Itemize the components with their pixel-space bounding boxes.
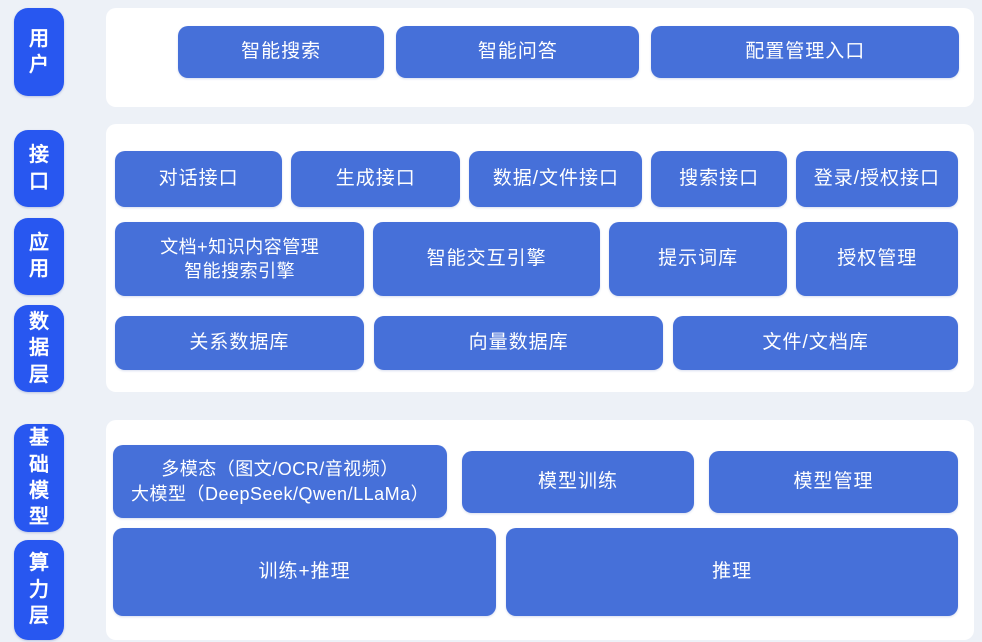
data-layer-row: 关系数据库 向量数据库 文件/文档库 [115, 316, 958, 370]
layer-label-user-text: 用户 [29, 27, 49, 76]
layer-label-foundation-model: 基础模型 [14, 424, 64, 532]
layer-label-user: 用户 [14, 8, 64, 96]
node-inference: 推理 [506, 528, 958, 616]
node-generation-api: 生成接口 [291, 151, 461, 207]
bottom-layers-panel: 多模态（图文/OCR/音视频） 大模型（DeepSeek/Qwen/LLaMa）… [106, 420, 974, 640]
node-model-management: 模型管理 [708, 450, 958, 513]
node-login-auth-api: 登录/授权接口 [795, 151, 958, 207]
node-multimodal-llm: 多模态（图文/OCR/音视频） 大模型（DeepSeek/Qwen/LLaMa） [113, 445, 448, 518]
section-user-layer: 用户 智能搜索 智能问答 配置管理入口 [14, 8, 978, 107]
node-intelligent-search: 智能搜索 [178, 26, 385, 78]
node-intelligent-qa: 智能问答 [396, 26, 640, 78]
node-file-doc-store: 文件/文档库 [673, 316, 958, 370]
section-middle-layers: 接口 应用 数据层 对话接口 生成接口 数据/文件接口 搜索接口 登录/授权接口… [14, 124, 978, 392]
bottom-layers-label-column: 基础模型 算力层 [14, 424, 64, 640]
node-prompt-library: 提示词库 [608, 222, 788, 296]
layer-label-application: 应用 [14, 217, 64, 295]
section-bottom-layers: 基础模型 算力层 多模态（图文/OCR/音视频） 大模型（DeepSeek/Qw… [14, 420, 978, 640]
node-auth-management: 授权管理 [796, 222, 958, 296]
node-config-management-entry: 配置管理入口 [651, 26, 959, 78]
user-layer-row: 智能搜索 智能问答 配置管理入口 [178, 26, 959, 78]
node-data-file-api: 数据/文件接口 [469, 151, 643, 207]
layer-label-data-text: 数据层 [29, 310, 49, 386]
layer-label-compute: 算力层 [14, 540, 64, 640]
user-layer-panel: 智能搜索 智能问答 配置管理入口 [106, 8, 974, 107]
node-doc-knowledge-search-engine: 文档+知识内容管理 智能搜索引擎 [115, 222, 365, 296]
layer-label-interface-text: 接口 [29, 144, 49, 193]
compute-layer-row: 训练+推理 推理 [113, 528, 958, 616]
node-model-training: 模型训练 [462, 450, 694, 513]
layer-label-foundation-model-text: 基础模型 [29, 427, 49, 529]
middle-layers-panel: 对话接口 生成接口 数据/文件接口 搜索接口 登录/授权接口 文档+知识内容管理… [106, 124, 974, 392]
layer-label-application-text: 应用 [29, 231, 49, 280]
node-dialog-api: 对话接口 [115, 151, 283, 207]
layer-label-data: 数据层 [14, 305, 64, 392]
node-interaction-engine: 智能交互引擎 [373, 222, 600, 296]
node-search-api: 搜索接口 [651, 151, 787, 207]
node-relational-db: 关系数据库 [115, 316, 364, 370]
layer-label-interface: 接口 [14, 130, 64, 207]
interface-layer-row: 对话接口 生成接口 数据/文件接口 搜索接口 登录/授权接口 [115, 151, 958, 207]
application-layer-row: 文档+知识内容管理 智能搜索引擎 智能交互引擎 提示词库 授权管理 [115, 222, 958, 296]
node-training-plus-inference: 训练+推理 [113, 528, 497, 616]
middle-layers-label-column: 接口 应用 数据层 [14, 130, 64, 392]
user-layer-label-column: 用户 [14, 8, 64, 107]
foundation-model-row: 多模态（图文/OCR/音视频） 大模型（DeepSeek/Qwen/LLaMa）… [113, 445, 958, 518]
node-vector-db: 向量数据库 [373, 316, 664, 370]
layer-label-compute-text: 算力层 [29, 552, 49, 628]
